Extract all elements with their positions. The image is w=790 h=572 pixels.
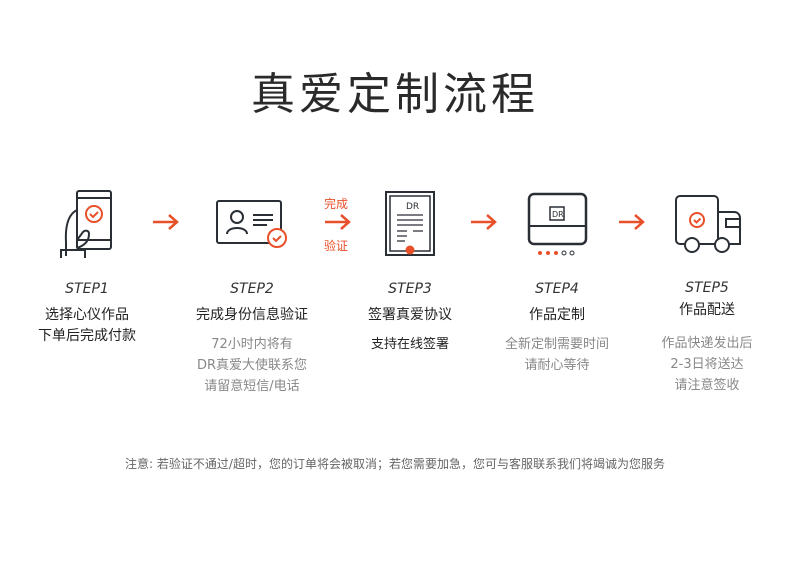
step-label: STEP4 (535, 281, 579, 297)
step-desc: DR真爱大使联系您 (196, 358, 308, 373)
contract-icon: DR (385, 191, 435, 256)
arrow-right-icon (619, 214, 645, 230)
step-desc: 72小时内将有 (211, 337, 293, 352)
step-desc: 2-3日将送达 (670, 357, 744, 372)
svg-text:DR: DR (552, 210, 564, 219)
page-title: 真爱定制流程 (251, 69, 539, 120)
step-label: STEP2 (230, 281, 274, 297)
step-1: STEP1 选择心仪作品 下单后完成付款 (2, 281, 172, 347)
step-title: 下单后完成付款 (38, 328, 136, 344)
jewelry-box-icon: DR (527, 192, 588, 256)
step-3: STEP3 签署真爱协议 支持在线签署 (325, 281, 495, 355)
delivery-truck-icon (675, 195, 741, 253)
arrow-right-icon (153, 214, 179, 230)
notice-text: 注意: 若验证不通过/超时，您的订单将会被取消；若您需要加急，您可与客服联系我们… (125, 457, 665, 471)
step-title: 签署真爱协议 (368, 307, 452, 323)
step-4: STEP4 作品定制 全新定制需要时间 请耐心等待 (472, 281, 642, 376)
arrow-right-icon (471, 214, 497, 230)
svg-text:DR: DR (406, 202, 419, 212)
step-desc: 全新定制需要时间 (504, 337, 609, 352)
step-desc: 请注意签收 (674, 378, 740, 393)
step-desc: 请留意短信/电话 (204, 379, 300, 394)
step-title: 完成身份信息验证 (196, 307, 308, 323)
arrow-label-bottom: 验证 (324, 239, 349, 253)
step-label: STEP5 (685, 280, 729, 296)
arrow-right-icon (325, 214, 351, 230)
phone-hand-icon (60, 190, 112, 258)
step-label: STEP1 (65, 281, 109, 297)
arrow-4 (617, 212, 647, 236)
step-desc: 支持在线签署 (370, 337, 449, 352)
step-label: STEP3 (388, 281, 432, 297)
step-title: 选择心仪作品 (45, 307, 129, 323)
step-5: STEP5 作品配送 作品快递发出后 2-3日将送达 请注意签收 (622, 280, 790, 396)
step-title: 作品定制 (529, 307, 585, 323)
arrow-2 (323, 212, 353, 236)
step-title: 作品配送 (679, 302, 735, 318)
step-desc: 作品快递发出后 (661, 336, 753, 351)
step-desc: 请耐心等待 (524, 358, 590, 373)
id-card-icon (216, 200, 287, 248)
step-2: STEP2 完成身份信息验证 72小时内将有 DR真爱大使联系您 请留意短信/电… (167, 281, 337, 397)
arrow-3 (469, 212, 499, 236)
arrow-label-top: 完成 (324, 197, 349, 211)
arrow-1 (151, 212, 181, 236)
